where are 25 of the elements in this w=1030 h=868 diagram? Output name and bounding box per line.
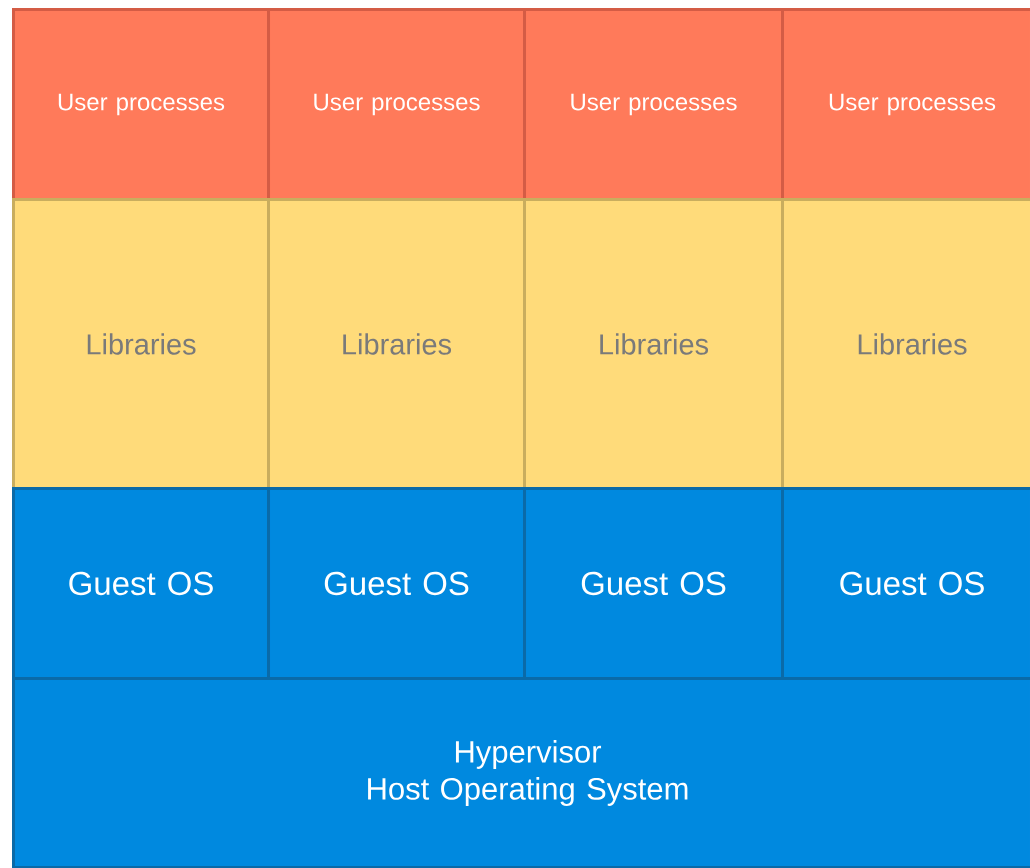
library-label: Libraries [87,333,196,355]
guest-os-box [523,487,784,680]
guest-os-label: Guest OS [324,571,469,596]
guest-os-box [12,487,270,680]
guest-os-label: Guest OS [69,571,213,596]
guest-os-box [267,487,526,680]
guest-os-label: Guest OS [840,571,984,596]
process-box [523,8,784,201]
library-box [781,198,1030,490]
process-box [267,8,526,201]
guest-os-label: Guest OS [581,571,726,596]
library-label: Libraries [343,333,452,355]
library-label: Libraries [858,333,967,355]
library-box [523,198,784,490]
process-label: User processes [314,93,480,116]
guest-os-box [781,487,1030,680]
hypervisor-label: Hypervisor Host Operating System [368,740,688,806]
library-label: Libraries [600,333,709,355]
process-box [12,8,270,201]
library-box [12,198,270,490]
library-box [267,198,526,490]
process-box [781,8,1030,201]
process-label: User processes [571,93,737,116]
process-label: User processes [829,93,996,116]
process-label: User processes [58,93,225,116]
